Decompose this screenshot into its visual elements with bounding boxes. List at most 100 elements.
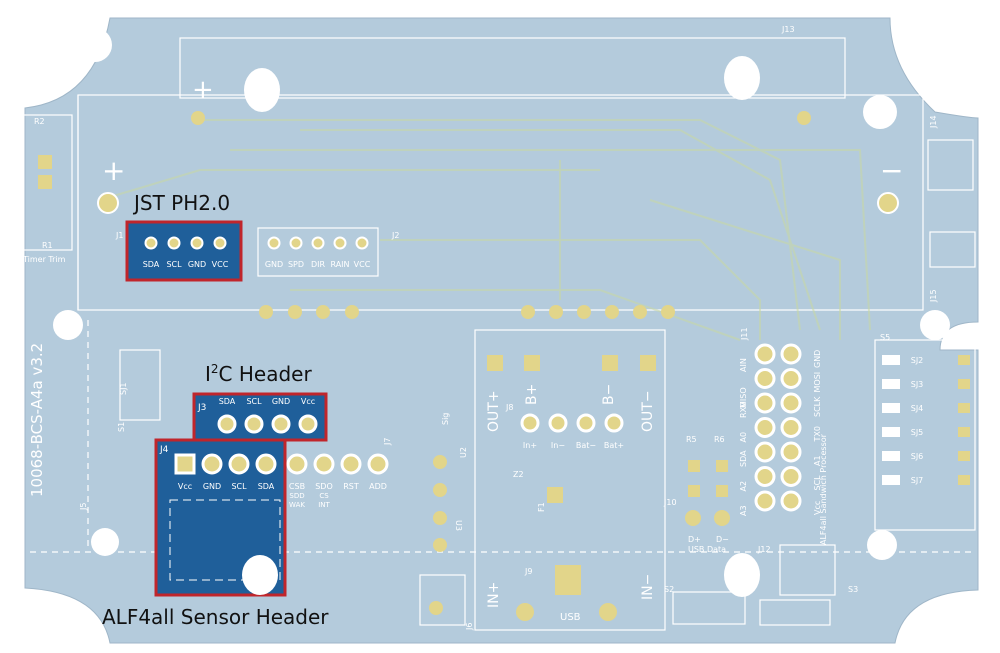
j2-pin-label: DIR (311, 260, 326, 269)
out-minus-label: OUT− (640, 390, 656, 432)
ref-r2: R2 (34, 117, 45, 126)
ref-j8: J8 (505, 403, 513, 412)
sj-pad-left (882, 427, 900, 437)
sj-label: SJ7 (911, 476, 924, 485)
j11-left-label: SDA (739, 450, 748, 467)
j4-sub-label: SDD (289, 492, 304, 500)
usb-pin-dminus: D− (716, 535, 729, 544)
j4-pin (174, 453, 196, 475)
j11-right-label: SCLK (813, 396, 822, 417)
sj-pad-right (958, 379, 970, 389)
ref-j1: J1 (115, 231, 123, 240)
j4-sub-label: WAK (289, 501, 305, 509)
sj-pad-right (958, 403, 970, 413)
j8-pin (576, 413, 596, 433)
j3-pin-label: SDA (219, 397, 236, 406)
j11-pin (780, 417, 802, 438)
j2-pin-label: VCC (354, 260, 371, 269)
ref-sj1: SJ1 (119, 382, 128, 395)
j11-pin (754, 343, 776, 365)
ref-s3: S3 (848, 585, 858, 594)
j8-pin-label: Bat− (576, 441, 596, 450)
sj-pad-left (882, 355, 900, 365)
j11-right-label: SCL (813, 475, 822, 491)
j11-pin (780, 490, 802, 512)
j2-pin-label: SPD (288, 260, 304, 269)
j2-pin (289, 236, 303, 250)
j1-pin (213, 236, 227, 250)
j4-pin-label: SCL (231, 482, 247, 491)
j4-pin-label: GND (203, 482, 221, 491)
ref-r5: R5 (686, 435, 697, 444)
sj-pad-right (958, 451, 970, 461)
callout-i2c-header: I2C Header (205, 362, 312, 386)
sj-label: SJ5 (911, 428, 924, 437)
j1-pin-label: SCL (166, 260, 182, 269)
j8-pin (520, 413, 540, 433)
ref-j10: J10 (663, 498, 677, 507)
j3-pin-label: GND (272, 397, 290, 406)
plus-top: + (192, 75, 214, 105)
j11-left-label: A3 (739, 505, 748, 516)
j8-pin (548, 413, 568, 433)
j2-pin (267, 236, 281, 250)
j11-left-top-label: MISO (739, 387, 748, 408)
sj-pad-right (958, 427, 970, 437)
sj-label: SJ3 (911, 380, 924, 389)
ref-j11: J11 (740, 327, 749, 341)
j3-pin (217, 414, 237, 434)
j11-pin (754, 417, 776, 438)
ref-u2: U2 (459, 447, 468, 458)
ref-j4: J4 (159, 445, 169, 455)
j3-pin (298, 414, 318, 434)
ref-r1: R1 (42, 241, 53, 250)
usb-pin-dplus: D+ (688, 535, 701, 544)
j2-pin (311, 236, 325, 250)
j11-left-top-label: AIN (739, 358, 748, 372)
j11-pin (754, 392, 776, 414)
sj-pad-left (882, 403, 900, 413)
j4-pin (201, 453, 223, 475)
callout-i2c-suffix: C Header (219, 362, 313, 386)
j8-pin (604, 413, 624, 433)
in-minus-label: IN− (640, 574, 656, 600)
ref-j14: J14 (929, 115, 938, 129)
in-plus-label: IN+ (486, 582, 502, 608)
sj-label: SJ6 (911, 452, 924, 461)
board-version-label: 10068-BCS-A4a v3.2 (28, 343, 46, 497)
ref-j3: J3 (197, 403, 206, 413)
callout-jst-ph2: JST PH2.0 (132, 191, 230, 215)
callout-i2c-sup: 2 (211, 362, 219, 376)
usb-label: USB (560, 612, 581, 623)
misc-pads (38, 111, 899, 621)
j4-extra-pin (367, 453, 389, 475)
j11-pin (780, 466, 802, 487)
j11-right-label: Vcc (813, 501, 822, 515)
ref-j7: J7 (383, 438, 392, 446)
ref-f1: F1 (537, 502, 546, 512)
j4-extra-pin-label: ADD (369, 482, 387, 491)
sj-label: SJ4 (911, 404, 924, 413)
j2-pin-label: GND (265, 260, 283, 269)
ref-j6: J6 (465, 623, 474, 631)
j4-pin-label: Vcc (178, 482, 192, 491)
j11-pad-grid (754, 343, 802, 512)
j1-pin (167, 236, 181, 250)
j3-pin (244, 414, 264, 434)
j4-sub-label: INT (318, 501, 330, 509)
j3-pin-label: Vcc (301, 397, 315, 406)
j11-pin (780, 343, 802, 365)
j11-pin (780, 392, 802, 414)
sj-pad-left (882, 379, 900, 389)
mounting-holes (53, 28, 950, 597)
ref-r6: R6 (714, 435, 725, 444)
solder-jumper-pads (882, 355, 970, 485)
ref-u3: U3 (454, 520, 463, 531)
